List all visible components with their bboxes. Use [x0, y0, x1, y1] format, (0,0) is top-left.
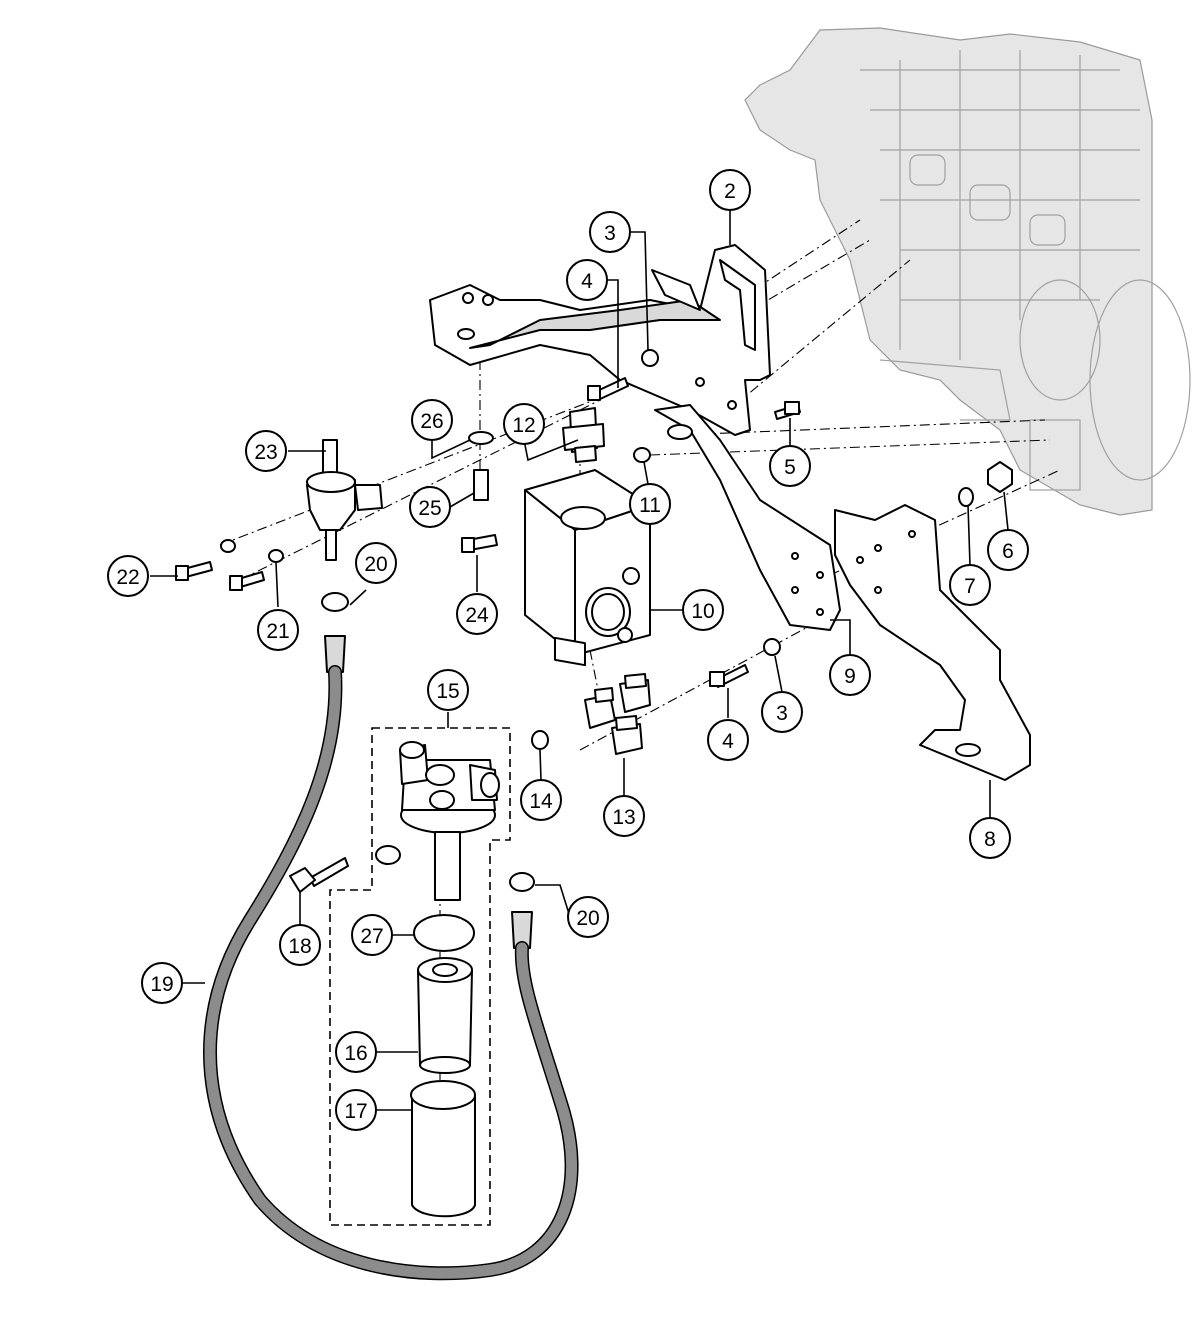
callout-9: 9: [829, 654, 871, 696]
callout-27: 27: [351, 914, 393, 956]
part-canister: [306, 439, 383, 561]
callout-15: 15: [427, 669, 469, 711]
filter-assembly-boundary: [329, 727, 511, 1226]
svg-text:22: 22: [116, 566, 139, 589]
part-filter-element: [417, 957, 473, 1074]
callout-20: 20: [355, 542, 397, 584]
callout-24: 24: [456, 593, 498, 635]
svg-text:15: 15: [436, 680, 459, 703]
callout-18: 18: [279, 924, 321, 966]
svg-text:24: 24: [465, 604, 489, 627]
svg-text:23: 23: [254, 441, 277, 464]
leader-lines: [150, 210, 1009, 1111]
part-long-bolt: [289, 857, 349, 893]
callout-3: 3: [761, 691, 803, 733]
svg-text:25: 25: [418, 497, 441, 520]
callout-8: 8: [969, 817, 1011, 859]
callout-14: 14: [520, 779, 562, 821]
part-o-ring: [413, 914, 475, 952]
part-filter-bowl: [410, 1080, 476, 1218]
svg-text:20: 20: [364, 553, 387, 576]
callout-10: 10: [682, 589, 724, 631]
svg-text:20: 20: [576, 907, 599, 930]
callout-3: 3: [589, 211, 631, 253]
part-long-bracket: [654, 404, 841, 631]
callout-22: 22: [107, 555, 149, 597]
callout-7: 7: [949, 564, 991, 606]
part-upper-bracket: [429, 244, 771, 436]
callout-5: 5: [769, 445, 811, 487]
callout-20: 20: [567, 896, 609, 938]
engine-block: [744, 27, 1191, 516]
svg-text:18: 18: [288, 935, 311, 958]
callout-25: 25: [409, 486, 451, 528]
callout-19: 19: [141, 962, 183, 1004]
svg-text:4: 4: [722, 730, 734, 753]
callout-11: 11: [629, 483, 671, 525]
svg-text:10: 10: [691, 600, 714, 623]
part-fittings-lower: [584, 673, 651, 755]
callout-12: 12: [503, 403, 545, 445]
svg-text:19: 19: [150, 973, 173, 996]
callout-4: 4: [707, 719, 749, 761]
hose-lines: [203, 665, 579, 1281]
callouts: 2 3 4 5 6 7 8 9 10 11 12 13 14 15 16 17 …: [107, 169, 1029, 1131]
part-filter-head: [399, 741, 500, 901]
svg-text:7: 7: [964, 575, 976, 598]
svg-text:17: 17: [344, 1100, 367, 1123]
svg-text:13: 13: [612, 806, 635, 829]
svg-text:21: 21: [266, 620, 289, 643]
callout-23: 23: [245, 430, 287, 472]
small-hardware: [175, 377, 1013, 750]
svg-text:5: 5: [784, 456, 796, 479]
callout-6: 6: [987, 529, 1029, 571]
svg-text:2: 2: [724, 180, 736, 203]
callout-4: 4: [566, 259, 608, 301]
svg-text:26: 26: [420, 410, 443, 433]
svg-text:4: 4: [581, 270, 593, 293]
part-valve-block: [524, 469, 651, 667]
callout-13: 13: [603, 795, 645, 837]
svg-text:8: 8: [984, 828, 996, 851]
callout-2: 2: [709, 169, 751, 211]
svg-text:14: 14: [529, 790, 553, 813]
svg-text:11: 11: [639, 494, 661, 517]
svg-text:3: 3: [776, 702, 788, 725]
svg-text:3: 3: [604, 222, 616, 245]
svg-text:12: 12: [512, 414, 535, 437]
callout-17: 17: [335, 1089, 377, 1131]
part-lower-bracket: [834, 504, 1031, 781]
svg-text:27: 27: [360, 925, 383, 948]
callout-26: 26: [411, 399, 453, 441]
part-fitting-upper: [562, 407, 605, 463]
callout-16: 16: [335, 1031, 377, 1073]
svg-text:9: 9: [844, 665, 856, 688]
svg-text:16: 16: [344, 1042, 367, 1065]
svg-text:6: 6: [1002, 540, 1014, 563]
callout-21: 21: [257, 609, 299, 651]
hose-clamps: [321, 592, 535, 949]
